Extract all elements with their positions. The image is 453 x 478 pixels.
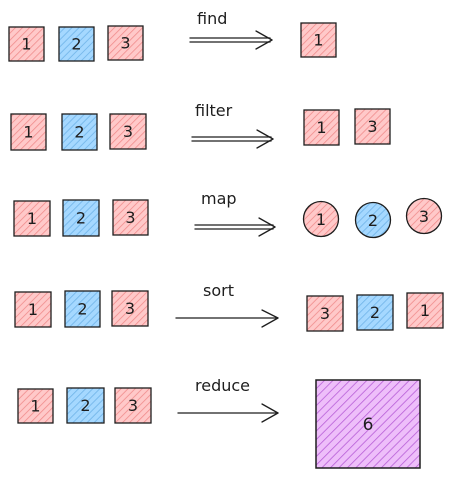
map-output: 1 2 3 (302, 197, 443, 239)
operation-label: reduce (195, 376, 250, 395)
reduce-output: 6 (315, 379, 421, 469)
output-item-label: 2 (370, 303, 380, 322)
arrow-icon (189, 30, 273, 50)
output-item-label: 1 (313, 31, 323, 50)
output-item-label: 2 (368, 211, 378, 230)
arrow-icon (177, 403, 279, 423)
input-item-label: 1 (27, 209, 37, 228)
output-item-label: 3 (367, 117, 377, 136)
input-item: 2 (66, 387, 105, 424)
input-item: 2 (64, 290, 101, 328)
input-item-label: 1 (28, 300, 38, 319)
find-input: 1 2 3 (8, 25, 144, 62)
reduce-input: 1 2 3 (17, 387, 152, 424)
sort-output: 3 2 1 (306, 292, 444, 332)
output-item-label: 3 (320, 304, 330, 323)
input-item-label: 2 (71, 35, 81, 54)
arrow-icon (194, 217, 276, 237)
input-item-label: 3 (125, 208, 135, 227)
output-item-label: 1 (316, 118, 326, 137)
arrow-icon (175, 309, 279, 328)
input-item-label: 2 (77, 300, 87, 319)
operation-label: sort (203, 281, 234, 300)
input-item-label: 3 (128, 396, 138, 415)
input-item: 3 (112, 199, 149, 236)
output-item: 1 (303, 109, 340, 146)
find-output: 1 (300, 22, 337, 58)
output-item-label: 6 (363, 415, 374, 435)
input-item: 3 (111, 290, 149, 327)
input-item: 3 (109, 113, 147, 150)
input-item-label: 2 (76, 209, 86, 228)
input-item: 1 (13, 200, 51, 237)
operation-label: filter (195, 101, 233, 120)
row-reduce: 1 2 3 reduce 6 (17, 376, 421, 469)
input-item-label: 3 (120, 34, 130, 53)
filter-output: 1 3 (303, 108, 391, 146)
input-item: 1 (10, 113, 47, 151)
operation-label: find (197, 9, 227, 28)
row-filter: 1 2 3 filter 1 3 (10, 101, 391, 151)
input-item: 1 (14, 291, 52, 328)
input-item-label: 3 (123, 122, 133, 141)
output-item: 3 (306, 295, 344, 332)
map-input: 1 2 3 (13, 199, 149, 237)
output-item-label: 1 (316, 210, 326, 229)
input-item: 2 (58, 26, 95, 62)
arrow-icon (191, 129, 274, 149)
output-item: 2 (356, 294, 394, 331)
input-item-label: 1 (23, 123, 33, 142)
row-sort: 1 2 3 sort 3 2 (14, 281, 444, 332)
output-item-label: 3 (419, 207, 429, 226)
operation-label: map (201, 189, 237, 208)
output-item: 2 (354, 201, 392, 239)
input-item-label: 1 (21, 35, 31, 54)
input-item-label: 1 (30, 397, 40, 416)
output-item-label: 1 (420, 301, 430, 320)
input-item: 3 (114, 387, 152, 424)
input-item: 2 (62, 199, 100, 237)
row-find: 1 2 3 find 1 (8, 9, 337, 62)
sort-input: 1 2 3 (14, 290, 149, 328)
output-item: 1 (406, 292, 444, 329)
input-item-label: 2 (74, 123, 84, 142)
input-item: 1 (17, 388, 54, 424)
row-map: 1 2 3 map 1 2 (13, 189, 443, 239)
output-item: 3 (354, 108, 391, 145)
filter-input: 1 2 3 (10, 113, 147, 151)
input-item: 1 (8, 26, 45, 62)
input-item-label: 3 (125, 299, 135, 318)
output-item: 6 (315, 379, 421, 469)
output-item: 3 (405, 197, 443, 235)
input-item-label: 2 (80, 396, 90, 415)
output-item: 1 (300, 22, 337, 58)
input-item: 3 (107, 25, 144, 61)
output-item: 1 (302, 200, 340, 238)
input-item: 2 (61, 113, 98, 151)
